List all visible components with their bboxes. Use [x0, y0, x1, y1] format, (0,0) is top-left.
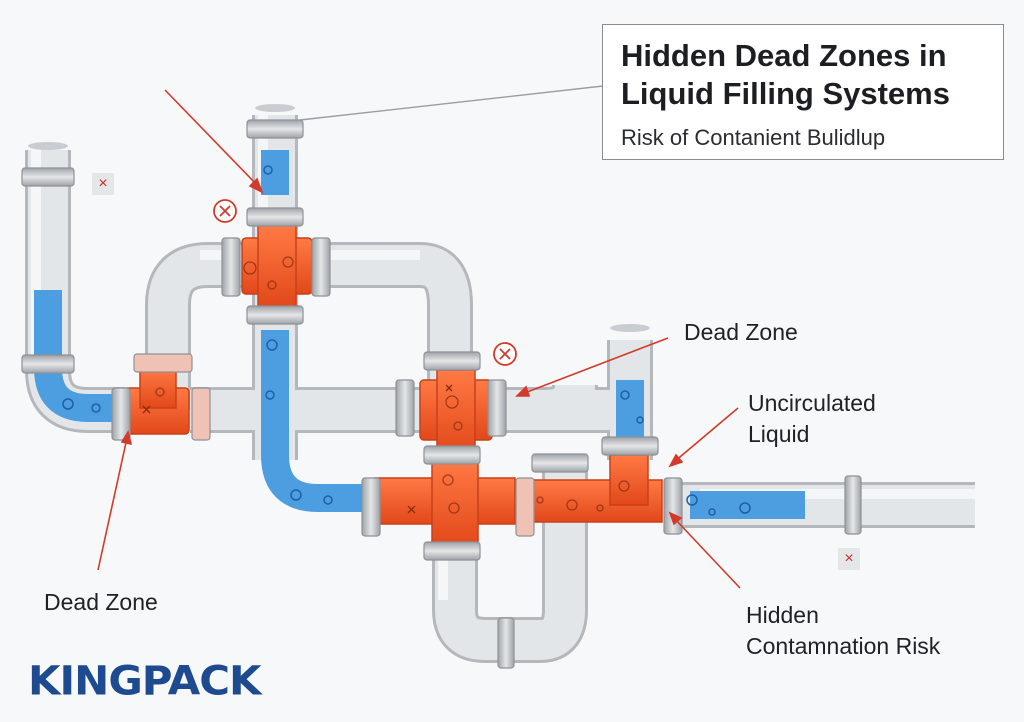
label-dead-zone-left: Dead Zone: [44, 589, 158, 615]
dead-zone-spots: [155, 256, 630, 514]
label-uncirculated-line-2: Liquid: [748, 421, 810, 447]
label-uncirculated-line-1: Uncirculated: [748, 390, 876, 416]
close-x-icon: ×: [838, 548, 860, 570]
leader-lines: [97, 89, 741, 589]
warning-circle-icons: [213, 199, 517, 366]
label-hidden-line-1: Hidden: [746, 602, 819, 628]
title-line-1: Hidden Dead Zones in: [621, 38, 947, 73]
dead-zone-x-marks: [142, 384, 453, 514]
close-x-icon: ×: [92, 173, 114, 195]
title-line-2: Liquid Filling Systems: [621, 76, 950, 111]
label-hidden-line-2: Contamnation Risk: [746, 633, 941, 659]
liquid-bubbles: [62, 165, 751, 516]
title-leader: [299, 85, 604, 121]
kingpack-logo: KINGPACK: [28, 657, 262, 704]
subtitle: Risk of Contanient Bulidlup: [621, 125, 886, 150]
pipe-clamps: [21, 119, 862, 669]
title-box: Hidden Dead Zones in Liquid Filling Syst…: [602, 24, 1004, 160]
label-dead-zone-right: Dead Zone: [684, 319, 798, 345]
dead-zones: [122, 224, 663, 547]
